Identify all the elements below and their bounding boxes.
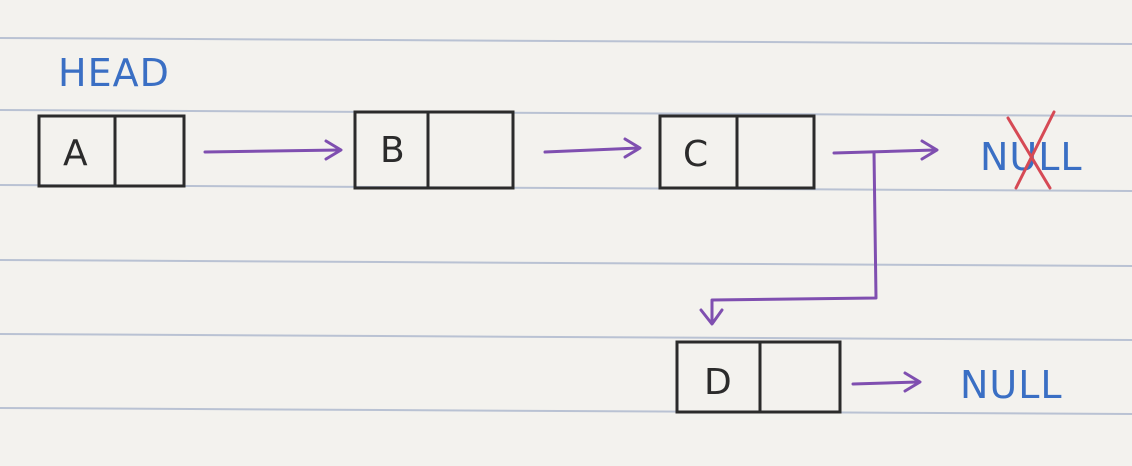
node-c: C: [658, 114, 816, 190]
arrow-c-to-null: [832, 139, 939, 161]
arrow-d-to-null: [851, 371, 922, 393]
head-label: HEAD: [58, 51, 170, 95]
old-null: NULL: [980, 110, 1082, 190]
node-b-value: B: [380, 130, 405, 171]
node-d: D: [675, 340, 842, 414]
notebook-rules: [0, 37, 1132, 415]
node-b: B: [353, 110, 515, 190]
node-d-value: D: [704, 362, 732, 403]
node-c-value: C: [683, 134, 708, 175]
arrow-b-to-c: [543, 137, 642, 159]
arrow-a-to-b: [203, 139, 343, 161]
node-a-value: A: [63, 133, 88, 174]
node-a: A: [37, 114, 186, 188]
arrow-c-to-d: [699, 150, 878, 326]
new-null-label: NULL: [960, 363, 1063, 407]
cross-out-mark: [1006, 110, 1056, 190]
